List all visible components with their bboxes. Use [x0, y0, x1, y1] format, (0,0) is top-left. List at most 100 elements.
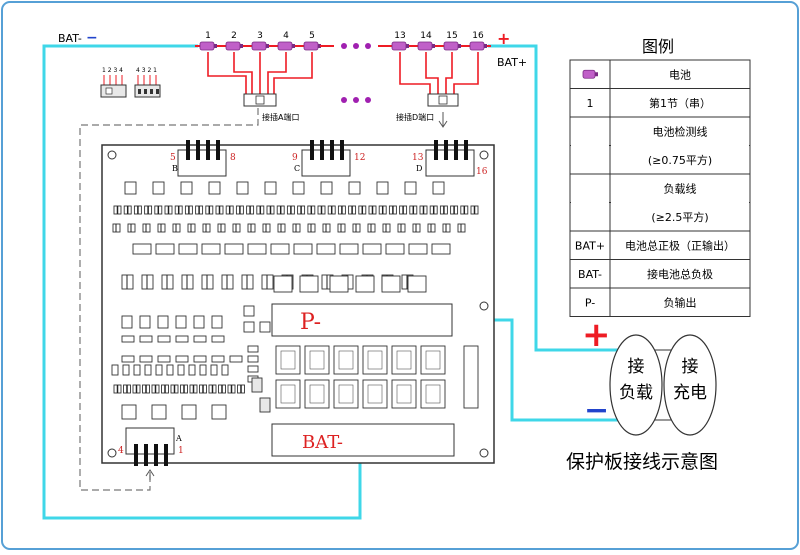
battery-icon: [251, 41, 267, 51]
header-b: 5 8 B: [170, 140, 236, 177]
pcb-component: [362, 345, 388, 375]
battery-icon: [443, 41, 459, 51]
svg-text:C: C: [294, 164, 300, 173]
pcb-component: [177, 364, 185, 376]
pcb-component: [157, 335, 171, 343]
pcb-component: [259, 321, 271, 333]
pcb-component: [139, 355, 153, 363]
pcb-component: [201, 243, 221, 255]
battery-icon: [225, 41, 241, 51]
header-d: 13 16 D: [412, 140, 488, 177]
pcb-component: [229, 355, 243, 363]
bat-plus-wire: [488, 44, 626, 352]
load-minus-sign: −: [584, 393, 609, 428]
port-a-connector: [243, 93, 277, 107]
battery-cell: 3: [247, 31, 273, 51]
svg-text:16: 16: [476, 167, 488, 177]
bat-plus-top-label: BAT+: [497, 56, 527, 69]
svg-text:接: 接: [682, 357, 699, 377]
pcb-component: [208, 181, 221, 195]
cell-number: 16: [472, 31, 484, 41]
bat-minus-top-label: BAT-: [58, 32, 82, 45]
pcb-component: [224, 243, 244, 255]
battery-icon: [303, 41, 319, 51]
pcb-component: [180, 181, 193, 195]
p-minus-label: P-: [300, 310, 321, 335]
cell-number: 1: [205, 31, 211, 41]
svg-text:1 2 3 4: 1 2 3 4: [102, 67, 123, 74]
pcb-component: [381, 275, 401, 293]
legend-title: 图例: [642, 37, 674, 56]
pcb-component: [175, 315, 187, 329]
pcb-component: [247, 243, 267, 255]
pcb-component: [362, 379, 388, 409]
pcb-component: [243, 321, 255, 333]
pcb-component: [329, 275, 349, 293]
pcb-component: [211, 335, 225, 343]
pcb-component: [247, 345, 259, 353]
pcb-component: [420, 379, 446, 409]
legend-row: (≥0.75平方): [569, 145, 751, 175]
legend-row: 电池: [569, 59, 751, 89]
battery-cell: 4: [273, 31, 299, 51]
pcb-component: [247, 355, 259, 363]
svg-text:接: 接: [628, 357, 645, 377]
pcb-component: [157, 315, 169, 329]
load-charger: + − 接 负载 接 充电: [582, 315, 717, 436]
battery-icon: [417, 41, 433, 51]
pcb-component: [124, 181, 137, 195]
pcb-component: [273, 275, 293, 293]
port-a-label: 接插A端口: [262, 112, 299, 122]
pcb-component: [221, 364, 229, 376]
pcb-component: [155, 364, 163, 376]
battery-icon: [469, 41, 485, 51]
legend-text: (≥2.5平方): [651, 210, 708, 224]
legend-text: 电池: [669, 68, 691, 81]
pcb-component: [270, 243, 290, 255]
pcb-component: [139, 335, 153, 343]
load-plus-sign: +: [582, 315, 611, 355]
pcb-component: [139, 315, 151, 329]
svg-text:D: D: [416, 164, 422, 173]
legend-row: 电池检测线: [569, 116, 751, 147]
ellipsis-dots: [341, 43, 371, 103]
svg-text:12: 12: [354, 153, 365, 163]
cell-number: 4: [283, 31, 289, 41]
pcb-component: [391, 345, 417, 375]
header-c: 9 12 C: [292, 140, 365, 177]
pcb-component: [243, 305, 255, 317]
svg-text:13: 13: [412, 153, 424, 163]
load-oval: [609, 334, 663, 436]
bat-minus-pad-label: BAT-: [302, 432, 343, 453]
svg-text:9: 9: [292, 153, 298, 163]
pcb-component: [155, 243, 175, 255]
pcb-component: [121, 335, 135, 343]
cell-number: 14: [420, 31, 432, 41]
pcb-component: [432, 181, 445, 195]
bat-minus-pad: [271, 423, 455, 457]
pcb-component: [111, 364, 119, 376]
svg-text:5: 5: [170, 153, 176, 163]
svg-text:4: 4: [118, 446, 124, 456]
svg-text:1: 1: [178, 446, 184, 456]
pcb-component: [320, 181, 333, 195]
pcb-component: [178, 243, 198, 255]
cell-number: 2: [231, 31, 237, 41]
pcb-component: [251, 377, 263, 393]
pcb-component: [122, 364, 130, 376]
legend-symbol: BAT+: [575, 239, 605, 252]
pcb-component: [193, 335, 207, 343]
pcb-component: [166, 364, 174, 376]
pcb-component: [420, 345, 446, 375]
pcb-component: [211, 404, 227, 420]
pcb-component: [299, 275, 319, 293]
legend-row: 负载线: [569, 173, 751, 204]
pcb-component: [144, 364, 152, 376]
pcb-component: [333, 379, 359, 409]
legend-text: 负载线: [664, 181, 697, 195]
pcb-component: [121, 355, 135, 363]
battery-cell: 1: [195, 31, 221, 51]
pcb-component: [157, 355, 171, 363]
legend-text: 电池检测线: [653, 124, 708, 138]
